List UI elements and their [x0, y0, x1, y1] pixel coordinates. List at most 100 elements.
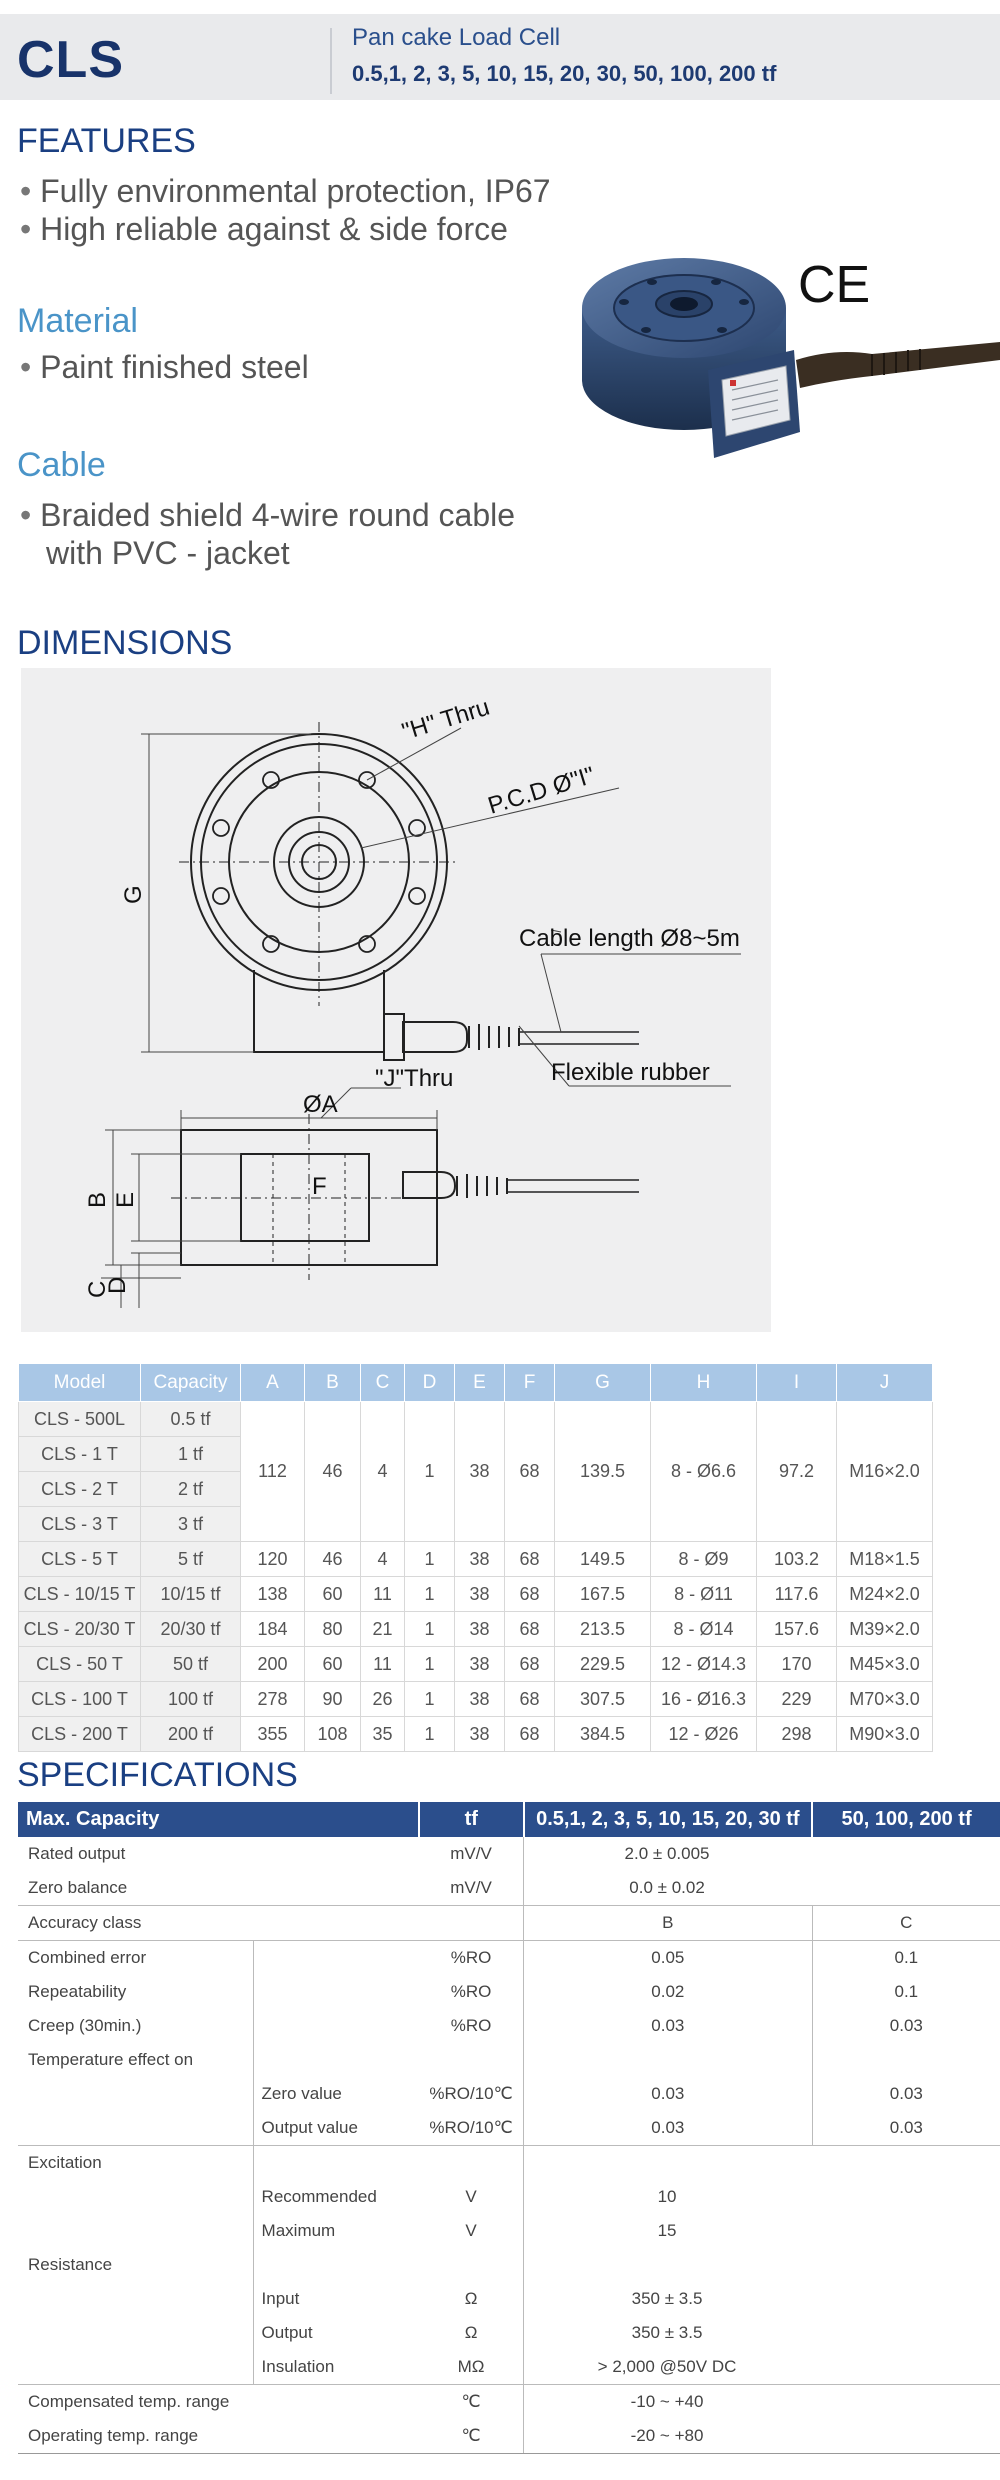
spec-row: Accuracy class B C	[18, 1905, 1000, 1941]
spec-value: 0.0 ± 0.02	[523, 1871, 1000, 1906]
value-cell: 68	[504, 1716, 555, 1752]
spec-row: Zero balance mV/V 0.0 ± 0.02	[18, 1871, 1000, 1906]
features-heading: FEATURES	[17, 122, 196, 160]
spec-value: 0.1	[811, 1940, 1000, 1975]
spec-value: B	[523, 1905, 813, 1941]
capacity-list: 0.5,1, 2, 3, 5, 10, 15, 20, 30, 50, 100,…	[352, 61, 777, 86]
value-cell: 213.5	[554, 1611, 651, 1647]
capacity-cell: 2 tf	[140, 1471, 241, 1507]
spec-unit: %RO	[419, 1940, 524, 1975]
value-cell: 68	[504, 1576, 555, 1612]
spec-row: Resistance	[18, 2248, 1000, 2282]
value-cell: M45×3.0	[836, 1646, 933, 1682]
cable-item-continued: with PVC - jacket	[46, 535, 290, 571]
capacity-cell: 10/15 tf	[140, 1576, 241, 1612]
spec-label: Creep (30min.)	[28, 2016, 142, 2035]
value-cell: 60	[304, 1576, 361, 1612]
spec-unit: %RO	[450, 1982, 492, 2001]
value-cell: 1	[404, 1646, 455, 1682]
spec-value: > 2,000 @50V DC	[523, 2350, 1000, 2385]
col-header: C	[360, 1363, 405, 1402]
table-row: CLS - 500L 0.5 tf 112 46 4 1 38 68 139.5…	[18, 1401, 933, 1542]
model-cell: CLS - 500L	[18, 1401, 141, 1437]
spec-row: Combined error %RO 0.05 0.1	[18, 1940, 1000, 1975]
value-cell: 38	[454, 1611, 505, 1647]
spec-unit: %RO/10℃	[429, 2084, 513, 2103]
model-title: CLS	[17, 31, 124, 89]
spec-header: 50, 100, 200 tf	[812, 1802, 1000, 1837]
value-cell: M90×3.0	[836, 1716, 933, 1752]
spec-unit: Ω	[464, 2289, 478, 2308]
value-cell: 355	[240, 1716, 305, 1752]
value-cell: 229.5	[554, 1646, 651, 1682]
value-cell: M16×2.0	[836, 1401, 933, 1542]
spec-row: Output value %RO/10℃ 0.03 0.03	[18, 2111, 1000, 2146]
table-row: CLS - 1 T 1 tf	[18, 1436, 933, 1472]
spec-label: Repeatability	[28, 1982, 127, 2001]
value-cell: 38	[454, 1716, 505, 1752]
value-cell: 8 - Ø9	[650, 1541, 757, 1577]
value-cell: M24×2.0	[836, 1576, 933, 1612]
col-header: Capacity	[140, 1363, 241, 1402]
value-cell: 38	[454, 1646, 505, 1682]
spec-row: Rated output mV/V 2.0 ± 0.005	[18, 1837, 1000, 1871]
capacity-cell: 1 tf	[140, 1436, 241, 1472]
spec-row: Output Ω 350 ± 3.5	[18, 2316, 1000, 2350]
spec-unit: V	[465, 2187, 477, 2206]
value-cell: 21	[360, 1611, 405, 1647]
spec-unit: %RO	[450, 2016, 492, 2035]
spec-unit: mV/V	[450, 1844, 492, 1863]
spec-sublabel: Output	[252, 2316, 420, 2350]
value-cell: 60	[304, 1646, 361, 1682]
value-cell: 112	[240, 1401, 305, 1542]
value-cell: 4	[360, 1541, 405, 1577]
spec-row: Excitation	[18, 2145, 1000, 2180]
value-cell: 1	[404, 1576, 455, 1612]
spec-label: Excitation	[18, 2145, 254, 2180]
spec-row: Temperature effect on	[18, 2043, 1000, 2077]
value-cell: 38	[454, 1401, 505, 1542]
capacity-cell: 5 tf	[140, 1541, 241, 1577]
value-cell: 4	[360, 1401, 405, 1542]
capacity-cell: 100 tf	[140, 1681, 241, 1717]
spec-unit: mV/V	[450, 1878, 492, 1897]
value-cell: 278	[240, 1681, 305, 1717]
col-header: H	[650, 1363, 757, 1402]
spec-sublabel: Insulation	[252, 2350, 420, 2385]
spec-label: Resistance	[28, 2255, 113, 2274]
flexible-rubber-label: Flexible rubber	[551, 1059, 710, 1086]
value-cell: 1	[404, 1681, 455, 1717]
model-cell: CLS - 200 T	[18, 1716, 141, 1752]
model-cell: CLS - 3 T	[18, 1506, 141, 1542]
header-divider	[330, 28, 332, 94]
j-thru-label: "J"Thru	[375, 1065, 453, 1092]
value-cell: 68	[504, 1541, 555, 1577]
spec-value: 0.02	[523, 1975, 813, 2009]
value-cell: 90	[304, 1681, 361, 1717]
f-label: F	[312, 1173, 327, 1200]
feature-item: • High reliable against & side force	[20, 211, 508, 247]
model-cell: CLS - 2 T	[18, 1471, 141, 1507]
dimensions-heading: DIMENSIONS	[17, 624, 233, 662]
e-label: E	[112, 1192, 139, 1208]
spec-sublabel: Recommended	[252, 2180, 420, 2214]
value-cell: 1	[404, 1716, 455, 1752]
spec-label: Combined error	[18, 1940, 254, 1975]
material-heading: Material	[17, 302, 138, 340]
value-cell: 68	[504, 1681, 555, 1717]
value-cell: 108	[304, 1716, 361, 1752]
value-cell: 184	[240, 1611, 305, 1647]
b-label: B	[84, 1192, 111, 1208]
value-cell: 8 - Ø14	[650, 1611, 757, 1647]
spec-unit: ℃	[419, 2419, 524, 2454]
header-bar	[0, 14, 1000, 100]
spec-row: Maximum V 15	[18, 2214, 1000, 2248]
model-cell: CLS - 50 T	[18, 1646, 141, 1682]
value-cell: 298	[756, 1716, 837, 1752]
